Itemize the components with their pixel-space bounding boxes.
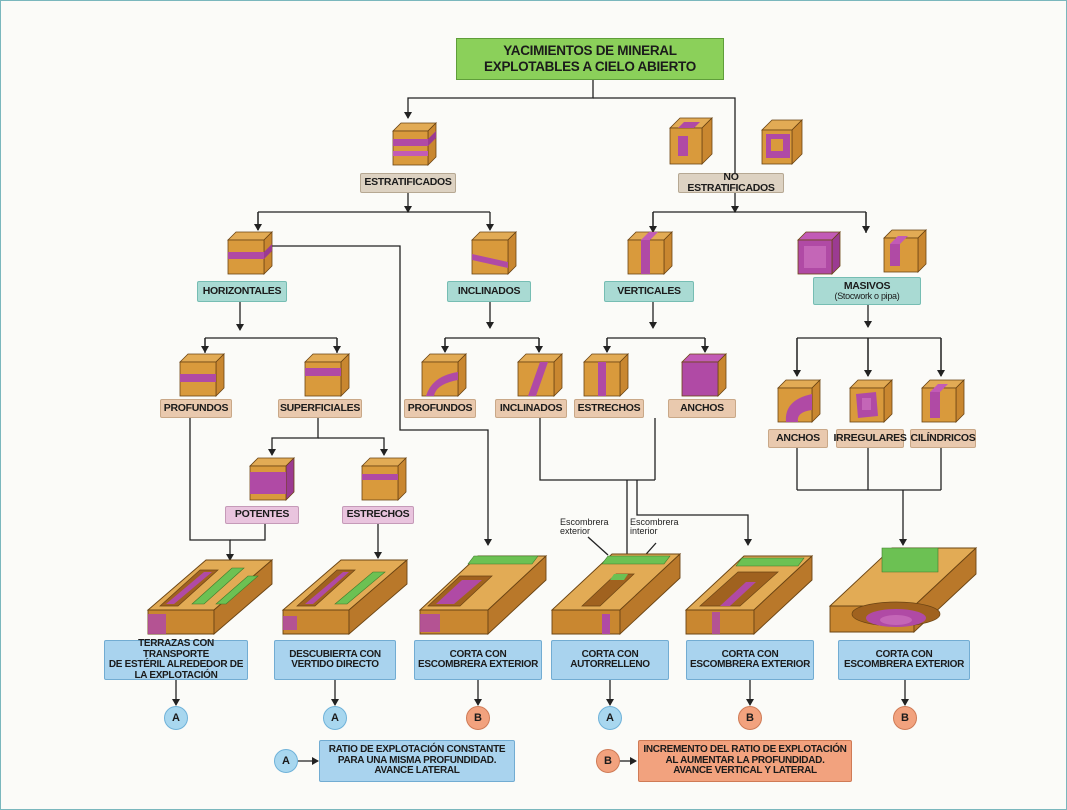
method-code-badge: A	[323, 706, 347, 730]
method-corta-escombrera-1: CORTA CON ESCOMBRERA EXTERIOR	[414, 640, 542, 680]
method-code-badge: B	[466, 706, 490, 730]
cube-icon-cilindricos	[921, 379, 965, 423]
category-verticales: VERTICALES	[604, 281, 694, 302]
method-autorrelleno: CORTA CON AUTORRELLENO	[551, 640, 669, 680]
subcategory-potentes: POTENTES	[225, 506, 299, 524]
legend-line: RATIO DE EXPLOTACIÓN CONSTANTE	[328, 744, 506, 756]
method-corta-escombrera-2: CORTA CON ESCOMBRERA EXTERIOR	[686, 640, 814, 680]
method-line: CORTA CON	[875, 648, 933, 660]
method-code-badge: B	[893, 706, 917, 730]
subcategory-estrechos-superficial: ESTRECHOS	[342, 506, 414, 524]
cube-icon-no-estratificados-2	[761, 119, 803, 165]
pit-illustration-autorrelleno	[550, 552, 682, 636]
cube-icon-estrechos-vertical	[583, 353, 629, 397]
method-terrazas: TERRAZAS CON TRANSPORTE DE ESTÉRIL ALRED…	[104, 638, 248, 681]
legend-a-description: RATIO DE EXPLOTACIÓN CONSTANTE PARA UNA …	[319, 740, 515, 782]
subcategory-inclinados: INCLINADOS	[495, 399, 567, 418]
cube-icon-irregulares	[849, 379, 893, 423]
category-masivos: MASIVOS (Stocwork o pipa)	[813, 277, 921, 305]
cube-icon-profundos-inclinado	[421, 353, 467, 397]
method-code-badge: B	[738, 706, 762, 730]
cube-icon-profundos-horizontal	[179, 353, 225, 397]
cube-icon-no-estratificados-1	[669, 117, 713, 165]
method-line: CORTA CON	[581, 648, 639, 660]
method-line: CORTA CON	[449, 648, 507, 660]
method-line: LA EXPLOTACIÓN	[134, 669, 218, 681]
legend-line: AVANCE VERTICAL Y LATERAL	[673, 765, 817, 777]
method-line: CORTA CON	[721, 648, 779, 660]
subcategory-profundos-horizontal: PROFUNDOS	[160, 399, 232, 418]
method-code-badge: A	[164, 706, 188, 730]
subcategory-superficiales: SUPERFICIALES	[278, 399, 362, 418]
subcategory-anchos-masivo: ANCHOS	[768, 429, 828, 448]
legend-line: INCREMENTO DEL RATIO DE EXPLOTACIÓN	[643, 744, 847, 756]
cube-icon-inclinados-inclinado	[517, 353, 563, 397]
title-line-1: YACIMIENTOS DE MINERAL	[503, 42, 677, 58]
connector-lines	[172, 80, 945, 765]
legend-code-a: A	[274, 749, 298, 773]
method-line: ESCOMBRERA EXTERIOR	[417, 659, 539, 670]
annotation-escombrera-exterior: Escombrera exterior	[560, 517, 609, 537]
annotation-escombrera-interior: Escombrera interior	[630, 517, 679, 537]
pit-illustration-terrazas	[146, 559, 274, 635]
subcategory-profundos-inclinado: PROFUNDOS	[404, 399, 476, 418]
cube-icon-horizontales	[227, 231, 273, 275]
legend-line: AVANCE LATERAL	[374, 765, 460, 777]
cube-icon-inclinados	[471, 231, 517, 275]
subcategory-cilindricos: CILÍNDRICOS	[910, 429, 976, 448]
method-line: DESCUBIERTA CON	[289, 648, 381, 660]
subcategory-estrechos-vertical: ESTRECHOS	[574, 399, 644, 418]
cube-icon-estrechos-superficial	[361, 457, 407, 501]
category-horizontales: HORIZONTALES	[197, 281, 287, 302]
method-line: ESCOMBRERA EXTERIOR	[843, 659, 965, 670]
subcategory-irregulares: IRREGULARES	[833, 429, 907, 448]
method-line: VERTIDO DIRECTO	[291, 659, 379, 670]
cube-icon-potentes	[249, 457, 295, 501]
subcategory-anchos-vertical: ANCHOS	[668, 399, 736, 418]
cube-icon-anchos-vertical	[681, 353, 727, 397]
legend-code-b: B	[596, 749, 620, 773]
cube-icon-superficiales	[304, 353, 350, 397]
title-line-2: EXPLOTABLES A CIELO ABIERTO	[484, 59, 696, 74]
method-code-badge: A	[598, 706, 622, 730]
cube-icon-verticales	[627, 231, 673, 275]
page-title: YACIMIENTOS DE MINERAL EXPLOTABLES A CIE…	[456, 38, 724, 80]
method-line: TERRAZAS CON TRANSPORTE	[138, 638, 214, 660]
cube-icon-estratificados	[392, 122, 437, 166]
legend-line: PARA UNA MISMA PROFUNDIDAD.	[337, 754, 497, 766]
cube-icon-masivos-2	[883, 229, 927, 273]
cube-icon-anchos-masivo	[777, 379, 821, 423]
legend-b-description: INCREMENTO DEL RATIO DE EXPLOTACIÓN AL A…	[638, 740, 852, 782]
category-inclinados: INCLINADOS	[447, 281, 531, 302]
method-corta-escombrera-3: CORTA CON ESCOMBRERA EXTERIOR	[838, 640, 970, 680]
pit-illustration-corta-escombrera-3	[828, 546, 978, 634]
legend-line: AL AUMENTAR LA PROFUNDIDAD.	[665, 754, 825, 766]
masivos-label: MASIVOS	[843, 279, 891, 292]
method-descubierta: DESCUBIERTA CON VERTIDO DIRECTO	[274, 640, 396, 680]
pit-illustration-corta-escombrera-2	[684, 554, 814, 636]
method-line: DE ESTÉRIL ALREDEDOR DE	[108, 659, 244, 670]
method-line: ESCOMBRERA EXTERIOR	[689, 659, 811, 670]
masivos-sublabel: (Stocwork o pipa)	[834, 290, 900, 301]
method-line: AUTORRELLENO	[570, 659, 650, 670]
pit-illustration-descubierta	[281, 559, 409, 635]
pit-illustration-corta-escombrera-1	[418, 554, 548, 636]
category-estratificados: ESTRATIFICADOS	[360, 173, 456, 193]
category-no-estratificados: NO ESTRATIFICADOS	[678, 171, 784, 194]
cube-icon-masivos-1	[797, 231, 841, 275]
